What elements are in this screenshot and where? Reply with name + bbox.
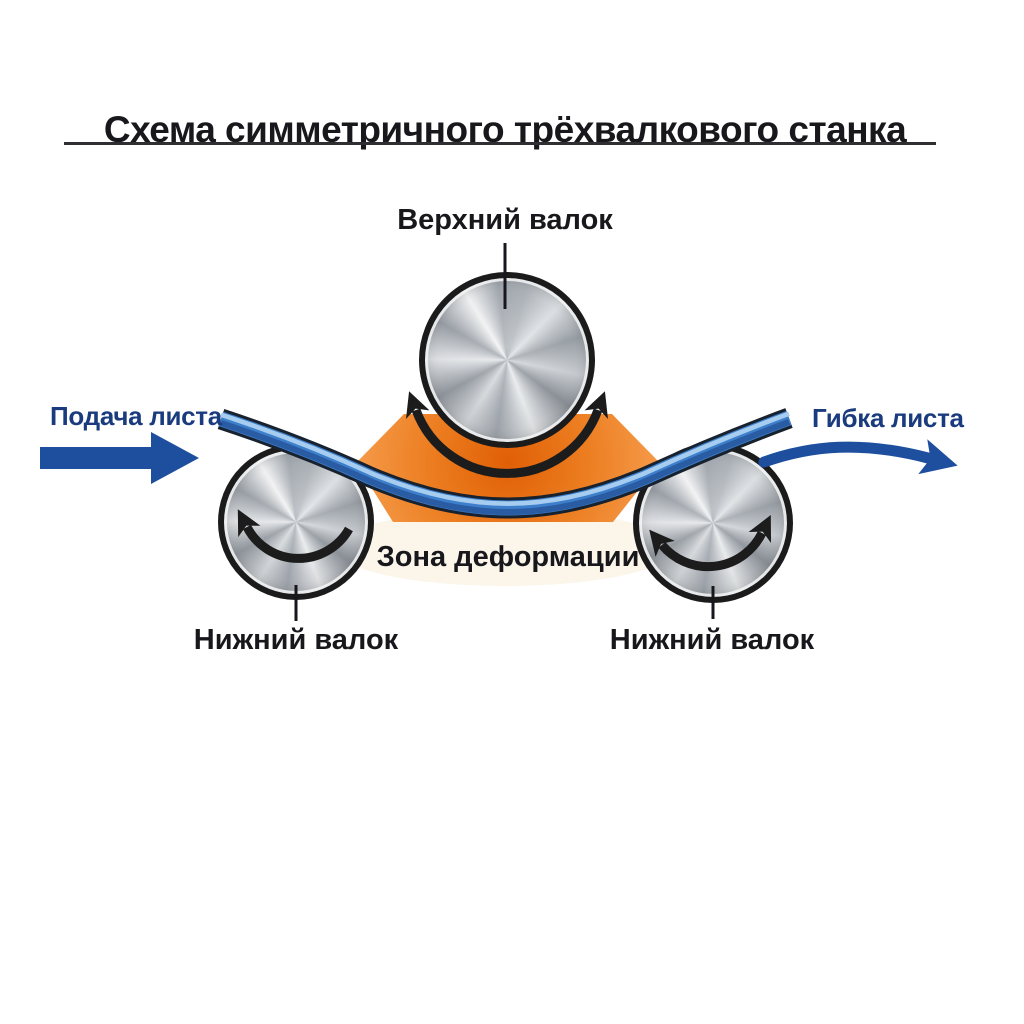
sheet-highlight — [220, 411, 790, 506]
sheet-body — [218, 410, 792, 516]
sheet-shadow — [220, 419, 791, 516]
sheet-outline — [217, 408, 793, 519]
deformation-zone-glow — [335, 510, 675, 586]
bottom-roll-right-label: Нижний валок — [609, 624, 815, 656]
right-roll-rotation-icon — [649, 515, 772, 572]
feed-arrow-icon — [40, 432, 199, 484]
top-roll-rotation-icon — [406, 391, 608, 478]
title-underline — [64, 142, 936, 145]
deformation-zone-label: Зона деформации — [376, 541, 640, 573]
left-roll-rotation-icon — [237, 509, 353, 563]
top-roll-label: Верхний валок — [397, 204, 613, 236]
bend-label: Гибка листа — [812, 403, 964, 433]
metal-sheet — [217, 408, 793, 519]
bend-arrow-icon — [758, 439, 958, 475]
bottom-roll-left-label: Нижний валок — [193, 624, 399, 656]
feed-label: Подача листа — [50, 401, 222, 431]
